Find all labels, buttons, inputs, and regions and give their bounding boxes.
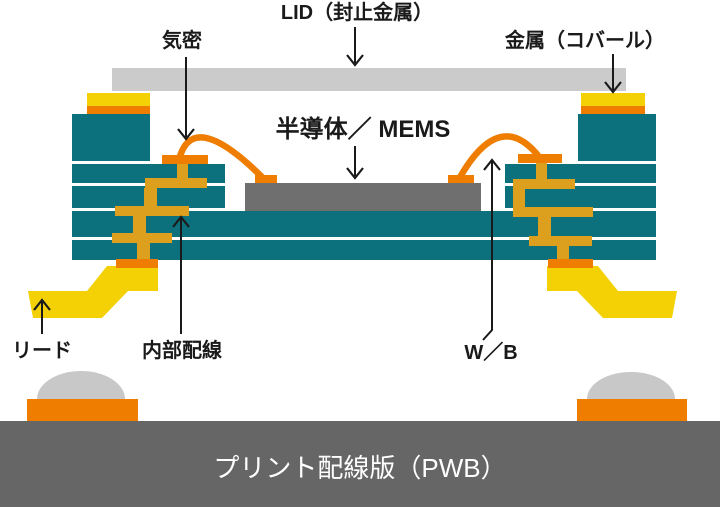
internal-wiring-label: 内部配線 xyxy=(142,338,222,362)
internal-wiring-right xyxy=(513,158,593,262)
pwb-pad-left xyxy=(27,399,138,421)
kovar-label: 金属（コバール） xyxy=(504,28,665,52)
ceramic-layer3-right xyxy=(505,186,656,208)
bond-wire-right xyxy=(455,133,544,183)
airtight-label: 気密 xyxy=(162,28,202,52)
pwb-label: プリント配線版（PWB） xyxy=(213,453,506,483)
lead-left xyxy=(28,266,158,318)
arrow-lid xyxy=(346,27,364,67)
chip-pad-left xyxy=(255,175,277,184)
pedestal-pad-right xyxy=(548,259,593,268)
semiconductor-die xyxy=(245,183,481,211)
lead-label: リード xyxy=(12,340,72,362)
pwb-board xyxy=(0,421,720,507)
ceramic-layer5-base xyxy=(72,240,656,260)
seal-ring-right-solder xyxy=(581,93,645,106)
arrow-internal-wiring xyxy=(172,215,190,334)
arrow-wire-bond xyxy=(482,158,501,341)
pwb-pad-right xyxy=(577,399,687,421)
ceramic-wall-left xyxy=(72,114,150,161)
solder-bump-left xyxy=(37,371,125,399)
bond-wire-left xyxy=(175,134,267,182)
arrow-lead xyxy=(33,298,51,334)
lead-right xyxy=(547,266,677,318)
pedestal-pad-left xyxy=(116,259,158,268)
seal-ring-right-kovar xyxy=(581,106,645,114)
wire-bond-label: W／B xyxy=(464,341,517,364)
seal-ring-left-solder xyxy=(87,93,150,106)
arrow-airtight xyxy=(177,57,195,141)
solder-bump-right xyxy=(587,372,675,399)
seal-ring-left-kovar xyxy=(87,106,150,114)
semiconductor-label: 半導体／ MEMS xyxy=(276,115,451,143)
lid-label: LID（封止金属） xyxy=(281,0,433,24)
ceramic-wall-right xyxy=(578,114,656,161)
arrow-kovar xyxy=(604,54,622,94)
internal-wiring-left xyxy=(112,160,207,262)
arrow-semiconductor xyxy=(346,146,364,180)
lid-plate xyxy=(112,68,626,91)
shelf-bond-pad-left xyxy=(162,155,208,164)
